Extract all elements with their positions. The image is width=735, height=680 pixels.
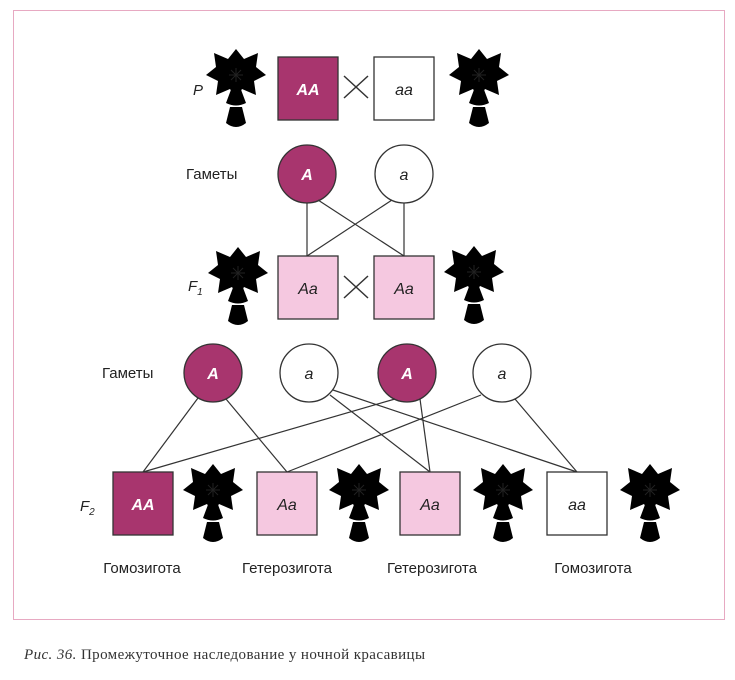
genotype-box-f1-right	[373, 255, 435, 320]
caption-prefix: Рис. 36.	[24, 647, 77, 663]
genotype-text-p-left: AA	[295, 82, 319, 99]
genotype-box-p-left	[277, 56, 339, 121]
cross-icon-f1	[343, 275, 369, 299]
genotype-text-p-right: aa	[395, 82, 413, 99]
gamete-text-recessive-1: a	[400, 167, 409, 184]
zygosity-label-1: Гомозигота	[103, 560, 181, 577]
flower-light-f1-left	[207, 246, 269, 326]
gamete-circle-2-1	[183, 343, 243, 403]
genotype-box-f2-2	[256, 471, 318, 536]
flower-dark-f2	[182, 463, 244, 543]
figure-caption: Рис. 36. Промежуточное наследование у но…	[24, 647, 425, 664]
genotype-box-p-right	[373, 56, 435, 121]
genotype-text-f2-2: Aa	[276, 497, 297, 514]
genotype-box-f2-4	[546, 471, 608, 536]
caption-text: Промежуточное наследование у ночной крас…	[80, 647, 426, 663]
flower-dark-p	[205, 48, 267, 128]
f2-label: F2	[80, 498, 95, 518]
gamete-text-2-2: a	[305, 366, 314, 383]
flower-light-f2-1	[328, 463, 390, 543]
gametes-label-2: Гаметы	[102, 365, 153, 382]
flower-white-f2	[619, 463, 681, 543]
gamete-circle-2-3	[377, 343, 437, 403]
gamete-text-2-3: A	[400, 366, 413, 383]
gamete-circle-2-4	[472, 343, 532, 403]
gamete-text-dominant-1: A	[300, 167, 313, 184]
p-label: P	[193, 82, 203, 99]
flower-light-f1-right	[443, 245, 505, 325]
genotype-box-f2-3	[399, 471, 461, 536]
gamete-text-2-4: a	[498, 366, 507, 383]
zygosity-label-4: Гомозигота	[554, 560, 632, 577]
figure-frame	[13, 10, 725, 620]
cross-icon-p	[343, 75, 369, 99]
genotype-box-f2-1	[112, 471, 174, 536]
gamete-circle-2-2	[279, 343, 339, 403]
connector-lines-f1	[306, 199, 405, 257]
f1-label: F1	[188, 278, 203, 298]
genotype-text-f2-4: aa	[568, 497, 586, 514]
gamete-text-2-1: A	[206, 366, 219, 383]
connector-lines-f2	[142, 389, 578, 473]
zygosity-label-3: Гетерозигота	[387, 560, 478, 577]
zygosity-label-2: Гетерозигота	[242, 560, 333, 577]
genotype-text-f1-left: Aa	[297, 281, 318, 298]
flower-light-f2-2	[472, 463, 534, 543]
genotype-text-f1-right: Aa	[393, 281, 414, 298]
genotype-box-f1-left	[277, 255, 339, 320]
genotype-text-f2-1: AA	[130, 497, 154, 514]
genotype-text-f2-3: Aa	[419, 497, 440, 514]
flower-white-p	[448, 48, 510, 128]
gametes-label-1: Гаметы	[186, 166, 237, 183]
